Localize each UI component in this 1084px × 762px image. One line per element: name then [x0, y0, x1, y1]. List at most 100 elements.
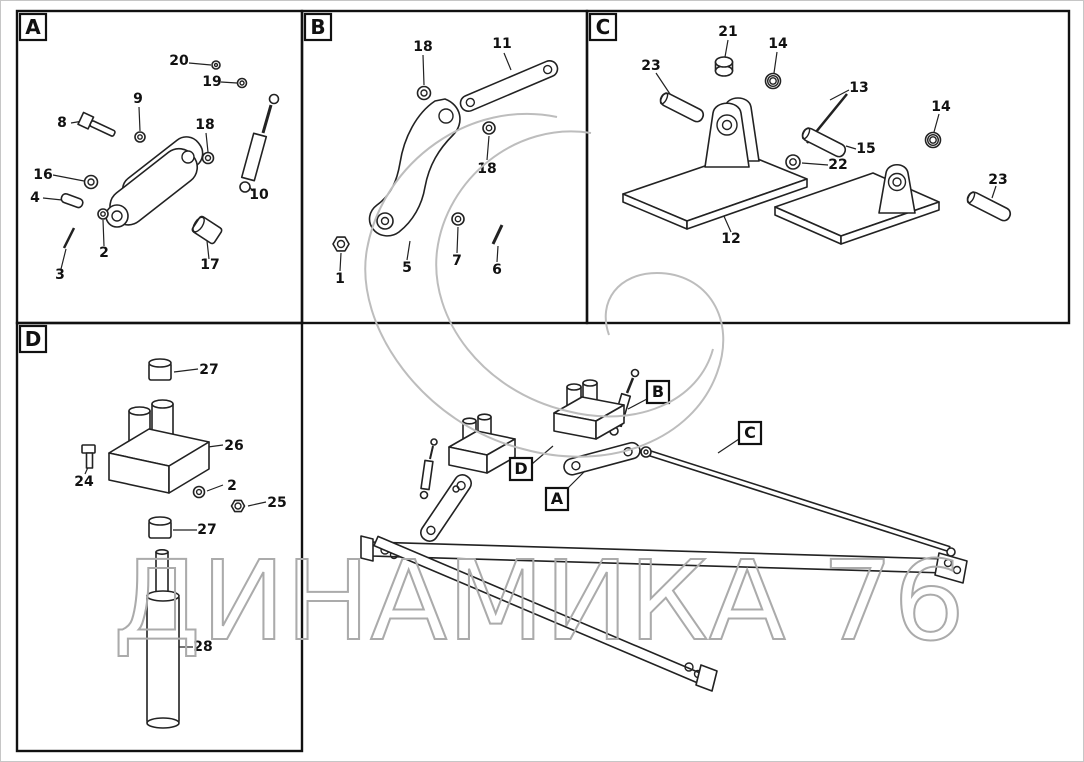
lever-bracket	[105, 136, 204, 228]
hinge-bracket-right	[878, 163, 916, 214]
part-callout: 25	[267, 495, 286, 511]
cap	[924, 131, 942, 149]
bushing	[148, 358, 172, 381]
blade-section-long	[360, 535, 968, 584]
panel-b: B 18 11 18 1 5 7 6	[300, 9, 589, 325]
part-callout: 22	[828, 157, 847, 173]
lever-assembly-right	[553, 368, 641, 476]
panel-c-leader-lines	[655, 39, 997, 233]
part-callout: 11	[492, 36, 511, 52]
washer	[416, 85, 432, 101]
part-callout: 23	[988, 172, 1007, 188]
part-callout: 8	[57, 115, 67, 131]
pin	[966, 191, 1012, 222]
part-callout: 7	[452, 253, 462, 269]
gas-strut	[239, 93, 280, 193]
pin	[491, 224, 504, 245]
nut	[230, 499, 246, 513]
overview-assembly: B C D A	[360, 368, 968, 692]
washer	[134, 131, 146, 143]
panel-d-leader-lines	[84, 368, 267, 648]
bolt	[81, 444, 96, 469]
washer	[192, 485, 206, 499]
overview-label-c: C	[744, 423, 756, 442]
washer	[785, 154, 801, 170]
part-callout: 2	[99, 245, 109, 261]
panel-b-label-box	[303, 12, 333, 42]
part-callout: 14	[931, 99, 951, 115]
part-callout: 17	[200, 257, 219, 273]
mounting-plate	[622, 152, 940, 245]
cap	[714, 56, 734, 77]
overview-label-b-box	[645, 379, 671, 405]
part-callout: 12	[721, 231, 740, 247]
panel-a-label-box	[18, 12, 48, 42]
lever-arm	[368, 98, 461, 237]
panel-c-frame	[585, 9, 1071, 325]
part-callout: 28	[193, 639, 212, 655]
part-callout: 18	[477, 161, 496, 177]
panel-d-label: D	[25, 327, 42, 351]
pin	[801, 127, 847, 158]
part-callout: 16	[33, 167, 52, 183]
panel-b-leader-lines	[339, 52, 512, 272]
panel-c-label: C	[596, 15, 611, 39]
overview-leader-lines	[531, 398, 740, 489]
overview-label-b: B	[652, 382, 664, 401]
link-strap	[459, 60, 559, 112]
part-callout: 3	[55, 267, 65, 283]
panel-c-label-box	[588, 12, 618, 42]
overview-label-a-box	[544, 486, 570, 512]
overview-label-a: A	[551, 489, 564, 508]
part-callout: 2	[227, 478, 237, 494]
blade-section-angled	[373, 535, 718, 692]
part-callout: 23	[641, 58, 660, 74]
washer	[97, 208, 109, 220]
watermark-text: ДИНАМИКА 76	[113, 537, 965, 665]
part-callout: 20	[169, 53, 189, 69]
washer	[236, 77, 248, 89]
washer	[83, 174, 99, 190]
part-callout: 19	[202, 74, 221, 90]
panel-a: A 20 19 9 8 18 16 4 10 2 3 17	[15, 9, 304, 325]
part-callout: 14	[768, 36, 788, 52]
nut	[211, 60, 221, 70]
part-callout: 13	[849, 80, 868, 96]
nut	[332, 236, 350, 252]
cotter-pin	[62, 227, 76, 249]
part-callout: 1	[335, 271, 345, 287]
overview-label-d-box	[508, 456, 534, 482]
panel-d-label-box	[18, 324, 48, 354]
washer	[482, 121, 496, 135]
pin	[659, 92, 705, 123]
part-callout: 10	[249, 187, 269, 203]
overview-label-c-box	[737, 420, 763, 446]
part-callout: 18	[413, 39, 432, 55]
washer	[201, 151, 215, 165]
part-callout: 5	[402, 260, 412, 276]
part-callout: 15	[856, 141, 875, 157]
panel-a-label: A	[25, 15, 41, 39]
part-callout: 26	[224, 438, 243, 454]
part-callout: 18	[195, 117, 214, 133]
long-link-rod	[640, 446, 956, 557]
panel-b-label: B	[310, 15, 325, 39]
part-callout: 27	[199, 362, 218, 378]
part-callout: 9	[133, 91, 143, 107]
washer	[451, 212, 465, 226]
part-callout: 6	[492, 262, 502, 278]
hinge-bracket-left	[704, 97, 760, 168]
watermark-swirl	[364, 112, 725, 458]
watermark-swirl-inner	[435, 130, 714, 418]
bushing	[191, 215, 223, 245]
pin	[60, 192, 84, 209]
cap	[764, 72, 782, 90]
bushing	[148, 516, 172, 539]
bolt	[77, 111, 116, 137]
strut-cylinder	[146, 548, 180, 729]
lever-assembly-left	[419, 413, 516, 542]
watermark: ДИНАМИКА 76	[112, 112, 966, 666]
clamp-block	[108, 399, 210, 494]
